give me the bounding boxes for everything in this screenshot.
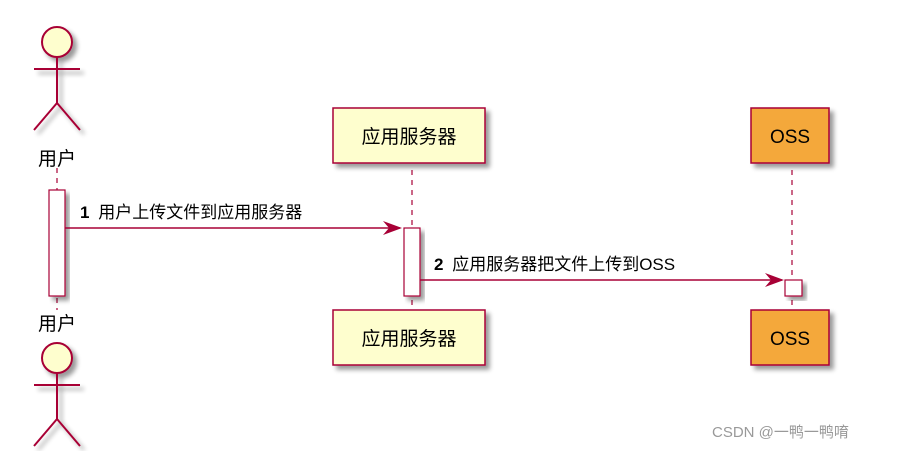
participant-server-top: 应用服务器: [332, 107, 486, 164]
arrowhead-icon: [383, 221, 402, 235]
participant-oss-bottom-label: OSS: [770, 329, 810, 350]
participant-oss-top: OSS: [750, 107, 830, 164]
actor-user-bottom: [33, 342, 81, 447]
actor-user-top-label: 用户: [38, 148, 76, 170]
activation-server: [403, 227, 421, 297]
message-1: 1 用户上传文件到应用服务器: [65, 203, 402, 235]
participant-server-top-label: 应用服务器: [361, 126, 456, 148]
activation-oss: [784, 279, 803, 297]
message-1-number: 1: [80, 203, 89, 222]
message-2-number: 2: [434, 255, 443, 274]
arrowhead-icon: [765, 273, 784, 287]
message-1-text: 用户上传文件到应用服务器: [98, 203, 302, 222]
actor-user-bottom-label: 用户: [38, 313, 76, 335]
participant-oss-bottom: OSS: [750, 309, 830, 366]
svg-text:1 用户上传文件到应用服务器: 1 用户上传文件到应用服务器: [80, 203, 302, 222]
actor-head-icon: [41, 342, 73, 374]
svg-text:2 应用服务器把文件上传到OSS: 2 应用服务器把文件上传到OSS: [434, 255, 675, 274]
activation-user: [48, 189, 66, 297]
actor-user-top: [33, 26, 81, 131]
watermark: CSDN @一鸭一鸭唷: [712, 424, 849, 441]
participant-server-bottom-label: 应用服务器: [361, 328, 456, 350]
participant-server-bottom: 应用服务器: [332, 309, 486, 366]
message-2-text: 应用服务器把文件上传到OSS: [452, 255, 675, 274]
message-2: 2 应用服务器把文件上传到OSS: [420, 255, 784, 287]
participant-oss-top-label: OSS: [770, 127, 810, 148]
actor-head-icon: [41, 26, 73, 58]
